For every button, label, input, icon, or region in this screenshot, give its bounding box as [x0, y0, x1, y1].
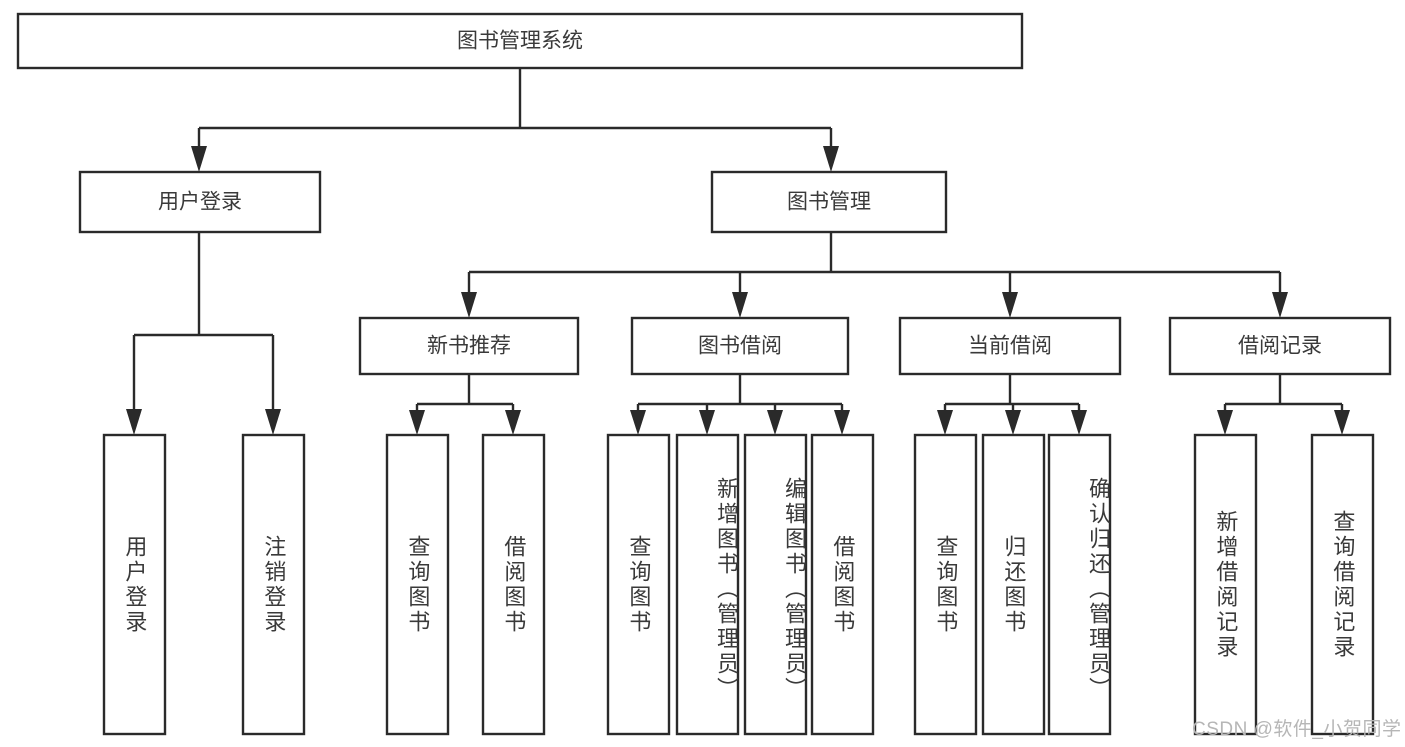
leaf-box-query-borrow-record[interactable] — [1310, 433, 1375, 736]
arrow-head-leaf-logout — [265, 409, 281, 435]
node-new-book-recommend-box[interactable] — [358, 316, 580, 376]
leaf-box-edit-book-admin[interactable] — [743, 433, 808, 736]
arrow-head-user-login — [191, 146, 207, 172]
leaf-box-logout[interactable] — [241, 433, 306, 736]
node-current-borrow[interactable]: 当前借阅 — [898, 316, 1122, 376]
arrow-head-leaf-query-book-current — [937, 410, 953, 435]
node-user-login[interactable]: 用户登录 — [78, 170, 322, 234]
leaf-box-group — [102, 433, 1375, 736]
arrow-head-leaf-borrow-book — [834, 410, 850, 435]
arrow-head-new-book-recommend — [461, 292, 477, 318]
arrow-head-current-borrow — [1002, 292, 1018, 318]
node-current-borrow-label: 当前借阅 — [968, 335, 1052, 358]
node-book-management[interactable]: 图书管理 — [710, 170, 948, 234]
node-book-management-label: 图书管理 — [787, 191, 871, 214]
arrow-head-book-management — [823, 146, 839, 172]
arrow-head-leaf-query-book-recommend — [409, 410, 425, 435]
arrow-head-leaf-add-book-admin — [699, 410, 715, 435]
leaf-box-query-book-borrow[interactable] — [606, 433, 671, 736]
leaf-box-query-book-recommend[interactable] — [385, 433, 450, 736]
arrow-head-leaf-borrow-book-recommend — [505, 410, 521, 435]
leaf-box-confirm-return-admin[interactable] — [1047, 433, 1112, 736]
leaf-box-return-book[interactable] — [981, 433, 1046, 736]
node-borrow-record-label: 借阅记录 — [1238, 335, 1322, 358]
leaf-box-user-login[interactable] — [102, 433, 167, 736]
arrow-head-leaf-user-login — [126, 409, 142, 435]
arrow-head-book-borrow — [732, 292, 748, 318]
node-user-login-box[interactable] — [78, 170, 322, 234]
node-book-borrow-label: 图书借阅 — [698, 335, 782, 358]
arrow-head-leaf-return-book — [1005, 410, 1021, 435]
arrow-head-borrow-record — [1272, 292, 1288, 318]
node-root-label: 图书管理系统 — [457, 30, 583, 53]
arrow-head-leaf-add-borrow-record — [1217, 410, 1233, 435]
leaf-box-add-borrow-record[interactable] — [1193, 433, 1258, 736]
leaf-box-borrow-book-recommend[interactable] — [481, 433, 546, 736]
arrow-head-leaf-query-book-borrow — [630, 410, 646, 435]
node-borrow-record-box[interactable] — [1168, 316, 1392, 376]
node-user-login-label: 用户登录 — [158, 191, 242, 214]
arrow-head-leaf-query-borrow-record — [1334, 410, 1350, 435]
leaf-box-add-book-admin[interactable] — [675, 433, 740, 736]
leaf-box-borrow-book[interactable] — [810, 433, 875, 736]
node-book-borrow-box[interactable] — [630, 316, 850, 376]
node-new-book-recommend-label: 新书推荐 — [427, 335, 511, 358]
leaf-box-query-book-current[interactable] — [913, 433, 978, 736]
node-current-borrow-box[interactable] — [898, 316, 1122, 376]
node-book-management-box[interactable] — [710, 170, 948, 234]
arrow-head-leaf-edit-book-admin — [767, 410, 783, 435]
connector-group — [126, 68, 1350, 435]
node-root-box[interactable] — [16, 12, 1024, 70]
node-book-borrow[interactable]: 图书借阅 — [630, 316, 850, 376]
node-borrow-record[interactable]: 借阅记录 — [1168, 316, 1392, 376]
arrow-head-leaf-confirm-return-admin — [1071, 410, 1087, 435]
node-new-book-recommend[interactable]: 新书推荐 — [358, 316, 580, 376]
csdn-watermark: CSDN @软件_小贺同学 — [1192, 719, 1402, 740]
node-root[interactable]: 图书管理系统 — [16, 12, 1024, 70]
